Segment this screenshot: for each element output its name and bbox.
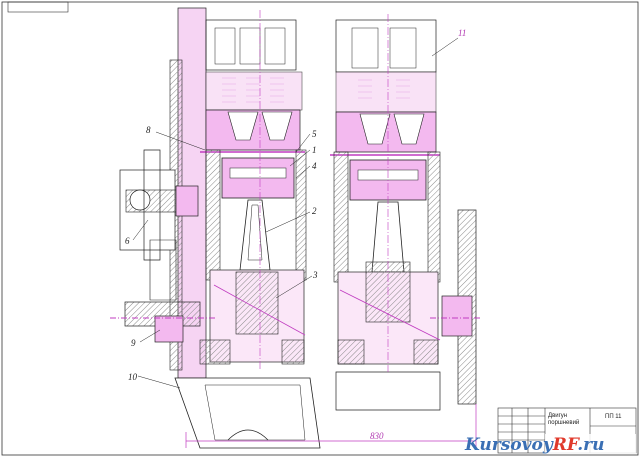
watermark: KursovoyRF.ru (464, 435, 604, 455)
frame-corner-box (7, 1, 69, 13)
dimension-830 (185, 404, 477, 448)
title-block (497, 407, 637, 454)
title-block-subtitle: поршневий (548, 419, 579, 426)
callout-4: 4 (312, 161, 317, 171)
leader-lines (132, 37, 459, 389)
watermark-part-a: Kursovoy (464, 435, 554, 455)
callout-6: 6 (125, 236, 130, 246)
dimension-label: 830 (370, 431, 384, 441)
title-block-title: Двигун (548, 413, 567, 419)
title-block-code: ПП 11 (605, 414, 622, 420)
watermark-part-c: .ru (577, 435, 604, 455)
right-section-view (330, 14, 480, 411)
callout-10: 10 (128, 372, 138, 382)
watermark-part-b: RF (552, 435, 581, 455)
callout-11: 11 (458, 28, 466, 38)
svg-text:KursovoyRF.ru: KursovoyRF.ru (464, 435, 604, 455)
callout-1: 1 (312, 145, 317, 155)
callout-8: 8 (146, 125, 151, 135)
callout-3: 3 (312, 270, 318, 280)
callout-9: 9 (131, 338, 136, 348)
callout-5: 5 (312, 129, 317, 139)
callout-2: 2 (312, 206, 317, 216)
left-section-view (110, 7, 321, 449)
